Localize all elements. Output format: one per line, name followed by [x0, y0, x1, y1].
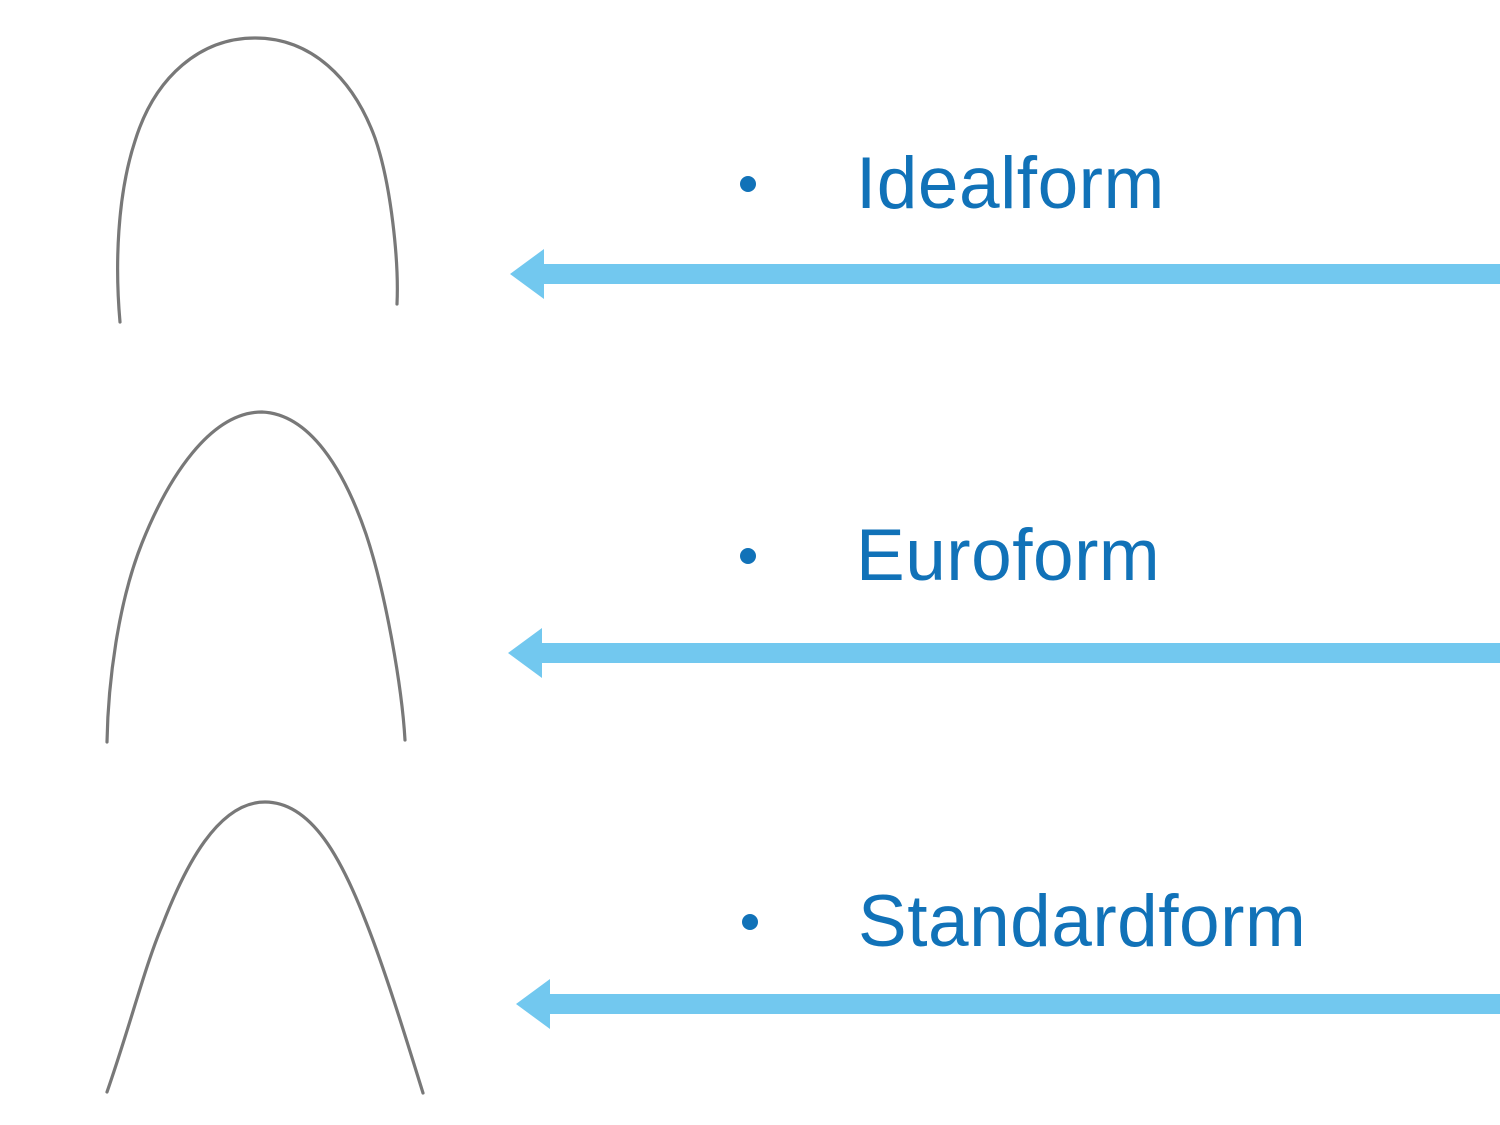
- standardform-label: Standardform: [858, 881, 1307, 962]
- idealform-archwire-image: [116, 36, 399, 324]
- bullet-icon: [740, 547, 756, 564]
- standardform-archwire-image: [105, 800, 425, 1095]
- label-row-euroform: Euroform: [740, 514, 1160, 598]
- label-row-idealform: Idealform: [740, 142, 1165, 226]
- label-row-standardform: Standardform: [742, 880, 1306, 964]
- idealform-label: Idealform: [856, 143, 1165, 224]
- euroform-archwire-image: [105, 410, 407, 744]
- euroform-label: Euroform: [856, 515, 1161, 596]
- bullet-icon: [740, 175, 756, 192]
- bullet-icon: [742, 913, 758, 930]
- left-arrow-icon: [516, 979, 1500, 1029]
- left-arrow-icon: [510, 249, 1500, 299]
- left-arrow-icon: [508, 628, 1500, 678]
